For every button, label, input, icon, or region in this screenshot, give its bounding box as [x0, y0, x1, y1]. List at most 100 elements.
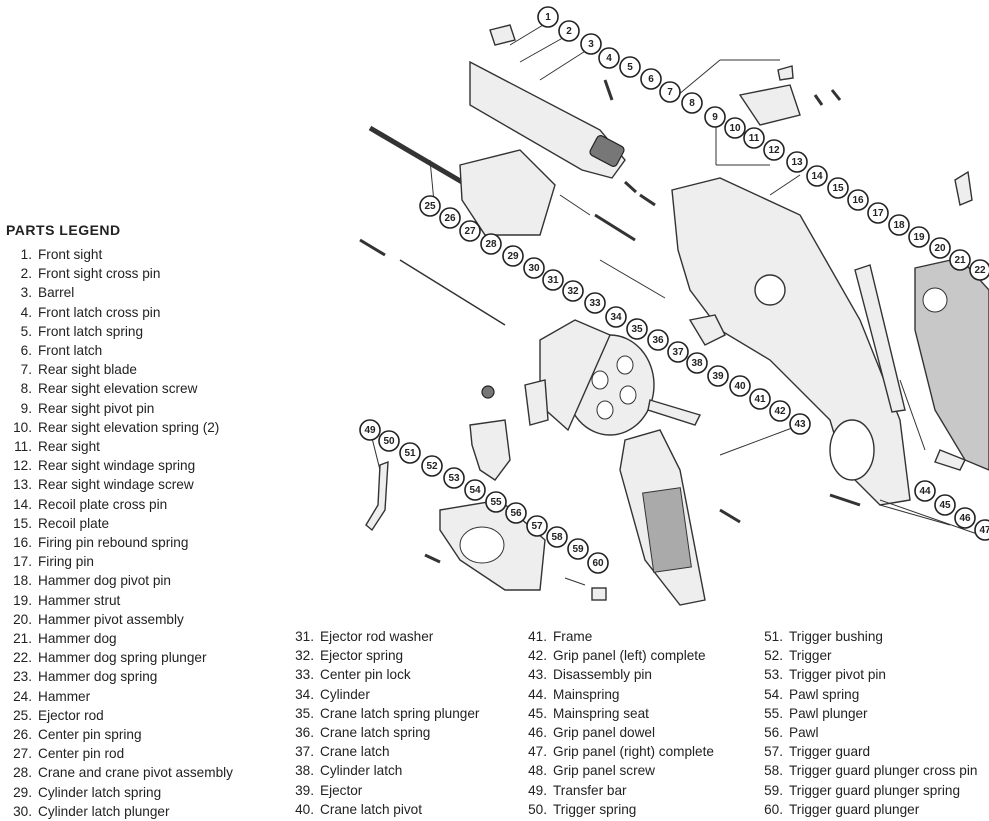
legend-item: 2. Front sight cross pin	[6, 264, 233, 283]
transfer-bar-part	[365, 460, 389, 532]
callout-number: 39	[712, 371, 724, 382]
legend-item: 34.Cylinder	[288, 685, 479, 704]
callout-number: 32	[567, 286, 579, 297]
callout-number: 35	[631, 324, 643, 335]
legend-item: 40.Crane latch pivot	[288, 800, 479, 819]
legend-item-number: 31.	[295, 629, 314, 644]
callout-number: 19	[913, 232, 925, 243]
legend-item: 53.Trigger pivot pin	[757, 665, 977, 684]
legend-item-number: 44.	[528, 686, 547, 702]
legend-item-label: Hammer dog spring	[38, 669, 158, 685]
callout-number: 1	[545, 12, 551, 23]
callout-45: 45	[934, 494, 956, 516]
callout-number: 30	[528, 263, 540, 274]
callout-34: 34	[605, 306, 627, 328]
callout-52: 52	[421, 455, 443, 477]
legend-item-label: Transfer bar	[553, 782, 627, 798]
legend-item-label: Cylinder latch plunger	[38, 803, 170, 819]
legend-item: 60.Trigger guard plunger	[757, 800, 977, 819]
callout-40: 40	[729, 375, 751, 397]
legend-item: 12.Rear sight windage spring	[6, 456, 233, 475]
legend-item-number: 30.	[13, 803, 32, 819]
legend-item-label: Barrel	[38, 285, 75, 301]
callout-number: 40	[734, 381, 746, 392]
legend-item-label: Trigger guard	[789, 744, 871, 760]
legend-item-number: 2.	[20, 266, 32, 282]
legend-item: 37.Crane latch	[288, 742, 479, 761]
legend-item: 17.Firing pin	[6, 552, 233, 571]
callout-1: 1	[537, 6, 559, 28]
callout-51: 51	[399, 442, 421, 464]
callout-number: 49	[364, 425, 376, 436]
legend-item-label: Crane latch	[320, 744, 390, 760]
legend-item-number: 8.	[20, 381, 32, 397]
callout-7: 7	[659, 81, 681, 103]
trigger-part	[469, 419, 511, 481]
legend-item-label: Mainspring	[553, 686, 620, 702]
legend-item-number: 43.	[528, 667, 547, 683]
legend-item-number: 15.	[13, 515, 32, 531]
legend-item-number: 23.	[13, 669, 32, 685]
legend-item-number: 40.	[295, 801, 314, 817]
trigger-guard-part	[439, 499, 546, 591]
callout-30: 30	[523, 257, 545, 279]
legend-item-label: Trigger guard plunger cross pin	[789, 763, 978, 779]
legend-item-number: 24.	[13, 688, 32, 704]
callout-15: 15	[827, 177, 849, 199]
legend-item-number: 32.	[295, 648, 314, 664]
legend-item-label: Center pin rod	[38, 746, 125, 762]
callout-19: 19	[908, 226, 930, 248]
legend-item-label: Ejector spring	[320, 648, 404, 664]
callout-number: 56	[510, 508, 522, 519]
callout-number: 17	[872, 208, 884, 219]
legend-item: 56.Pawl	[757, 723, 977, 742]
legend-item-label: Pawl plunger	[789, 705, 868, 721]
legend-item: 54.Pawl spring	[757, 685, 977, 704]
legend-item: 43.Disassembly pin	[521, 665, 714, 684]
legend-item-label: Front sight	[38, 247, 103, 262]
legend-item-number: 36.	[295, 725, 314, 741]
legend-item-number: 39.	[295, 782, 314, 798]
callout-37: 37	[667, 341, 689, 363]
callout-number: 60	[592, 558, 604, 569]
callout-number: 4	[606, 53, 612, 64]
legend-item-label: Firing pin	[38, 554, 94, 570]
legend-item: 32. Ejector spring	[288, 646, 479, 665]
legend-item: 38.Cylinder latch	[288, 761, 479, 780]
legend-item-number: 57.	[764, 744, 783, 760]
callout-49: 49	[359, 419, 381, 441]
callout-number: 2	[566, 26, 572, 37]
legend-item-number: 59.	[764, 782, 783, 798]
callout-number: 50	[383, 436, 395, 447]
legend-item-label: Center pin spring	[38, 727, 142, 743]
callout-layer: 1234567891011121314151617181920212225262…	[359, 6, 989, 574]
legend-item: 21.Hammer dog	[6, 629, 233, 648]
legend-item: 57. Trigger guard	[757, 742, 977, 761]
legend-item-label: Front sight cross pin	[38, 266, 161, 282]
legend-item: 1.Front sight	[6, 245, 233, 264]
callout-11: 11	[743, 127, 765, 149]
legend-item: 27.Center pin rod	[6, 744, 233, 763]
legend-item: 8.Rear sight elevation screw	[6, 379, 233, 398]
callout-9: 9	[704, 106, 726, 128]
cylinder-part	[539, 319, 655, 436]
legend-item-number: 20.	[13, 611, 32, 627]
callout-59: 59	[567, 538, 589, 560]
callout-number: 28	[485, 239, 497, 250]
legend-item-number: 34.	[295, 686, 314, 702]
callout-number: 53	[448, 473, 460, 484]
legend-item-number: 21.	[13, 631, 32, 647]
callout-number: 13	[791, 157, 803, 168]
callout-60: 60	[587, 552, 609, 574]
legend-item: 29.Cylinder latch spring	[6, 783, 233, 802]
legend-item: 39.Ejector	[288, 781, 479, 800]
legend-item-number: 58.	[764, 763, 783, 779]
callout-35: 35	[626, 318, 648, 340]
legend-item-label: Rear sight windage spring	[38, 458, 196, 474]
legend-item-number: 49.	[528, 782, 547, 798]
legend-item: 4.Front latch cross pin	[6, 303, 233, 322]
callout-number: 43	[794, 419, 806, 430]
